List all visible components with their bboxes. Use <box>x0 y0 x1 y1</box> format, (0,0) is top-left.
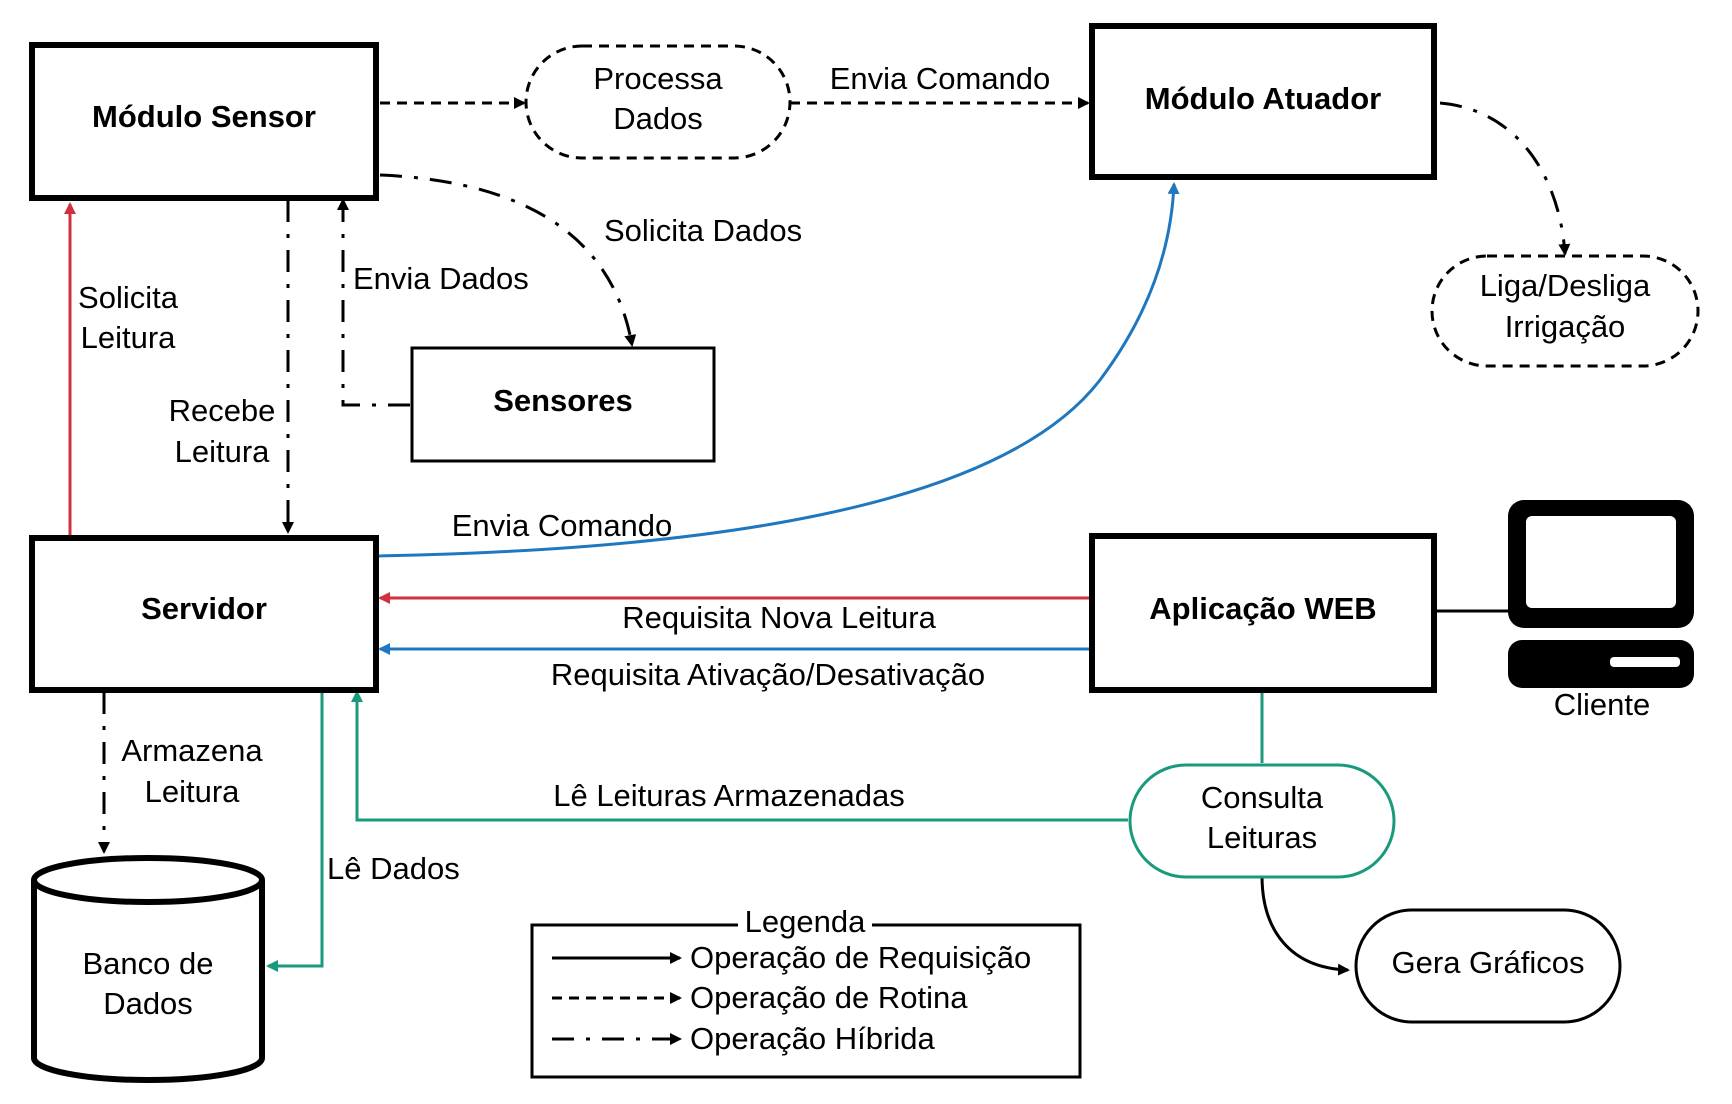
servidor-label: Servidor <box>141 591 267 626</box>
edge-label-armazena-leitura-line2: Leitura <box>145 774 241 809</box>
processa-dados-label-line2: Dados <box>613 101 703 136</box>
legend-item-hibrida: Operação Híbrida <box>690 1021 935 1056</box>
gera-graficos-label: Gera Gráficos <box>1392 945 1585 980</box>
edge-label-recebe-leitura-line1: Recebe <box>169 393 276 428</box>
banco-de-dados-label-line1: Banco de <box>83 946 214 981</box>
node-modulo-sensor: Módulo Sensor <box>29 42 379 201</box>
modulo-atuador-label: Módulo Atuador <box>1145 81 1381 116</box>
computer-icon <box>1508 500 1694 688</box>
edge-label-armazena-leitura-line1: Armazena <box>121 733 263 768</box>
liga-desliga-label-line2: Irrigação <box>1505 309 1626 344</box>
edge-label-envia-comando-top: Envia Comando <box>830 61 1051 96</box>
modulo-sensor-label: Módulo Sensor <box>92 99 316 134</box>
edge-label-envia-comando-mid: Envia Comando <box>452 508 673 543</box>
edge-servidor-to-atuador <box>375 182 1180 558</box>
edge-label-solicita-leitura-line1: Solicita <box>78 280 179 315</box>
aplicacao-web-label: Aplicação WEB <box>1149 591 1376 626</box>
banco-de-dados-label-line2: Dados <box>103 986 193 1021</box>
legend-item-requisicao: Operação de Requisição <box>690 940 1031 975</box>
node-cliente: Cliente <box>1508 500 1694 722</box>
edge-label-le-dados: Lê Dados <box>327 851 460 886</box>
edge-sensores-to-sensor <box>337 198 410 407</box>
edge-label-requisita-ativacao: Requisita Ativação/Desativação <box>551 657 985 692</box>
node-liga-desliga: Liga/Desliga Irrigação <box>1430 254 1700 368</box>
node-aplicacao-web: Aplicação WEB <box>1089 533 1437 693</box>
node-banco-de-dados: Banco de Dados <box>31 855 265 1083</box>
node-processa-dados: Processa Dados <box>524 44 792 160</box>
legend: Legenda Operação de Requisição Operação … <box>530 904 1082 1079</box>
node-consulta-leituras: Consulta Leituras <box>1128 763 1396 879</box>
sensores-label: Sensores <box>493 383 633 418</box>
processa-dados-label-line1: Processa <box>593 61 723 96</box>
node-gera-graficos: Gera Gráficos <box>1354 908 1622 1024</box>
edge-label-requisita-nova-leitura: Requisita Nova Leitura <box>622 600 936 635</box>
edge-label-le-leituras-armazenadas: Lê Leituras Armazenadas <box>553 778 905 813</box>
node-modulo-atuador: Módulo Atuador <box>1089 23 1437 180</box>
cliente-label: Cliente <box>1554 687 1651 722</box>
legend-item-rotina: Operação de Rotina <box>690 980 968 1015</box>
edge-servidor-to-banco-teal <box>266 688 324 972</box>
consulta-leituras-label-line1: Consulta <box>1201 780 1324 815</box>
edge-consulta-to-gera <box>1260 875 1350 976</box>
edge-label-recebe-leitura-line2: Leitura <box>175 434 271 469</box>
edge-sensor-to-sensores <box>379 173 637 347</box>
edge-atuador-to-liga <box>1439 101 1571 256</box>
edge-label-solicita-leitura-line2: Leitura <box>81 320 177 355</box>
edge-consulta-to-servidor <box>351 690 1128 822</box>
node-sensores: Sensores <box>410 346 716 463</box>
liga-desliga-label-line1: Liga/Desliga <box>1480 268 1651 303</box>
node-servidor: Servidor <box>29 535 379 693</box>
consulta-leituras-label-line2: Leituras <box>1207 820 1317 855</box>
edge-label-envia-dados: Envia Dados <box>353 261 529 296</box>
edge-label-solicita-dados: Solicita Dados <box>604 213 802 248</box>
legend-title: Legenda <box>745 904 866 939</box>
